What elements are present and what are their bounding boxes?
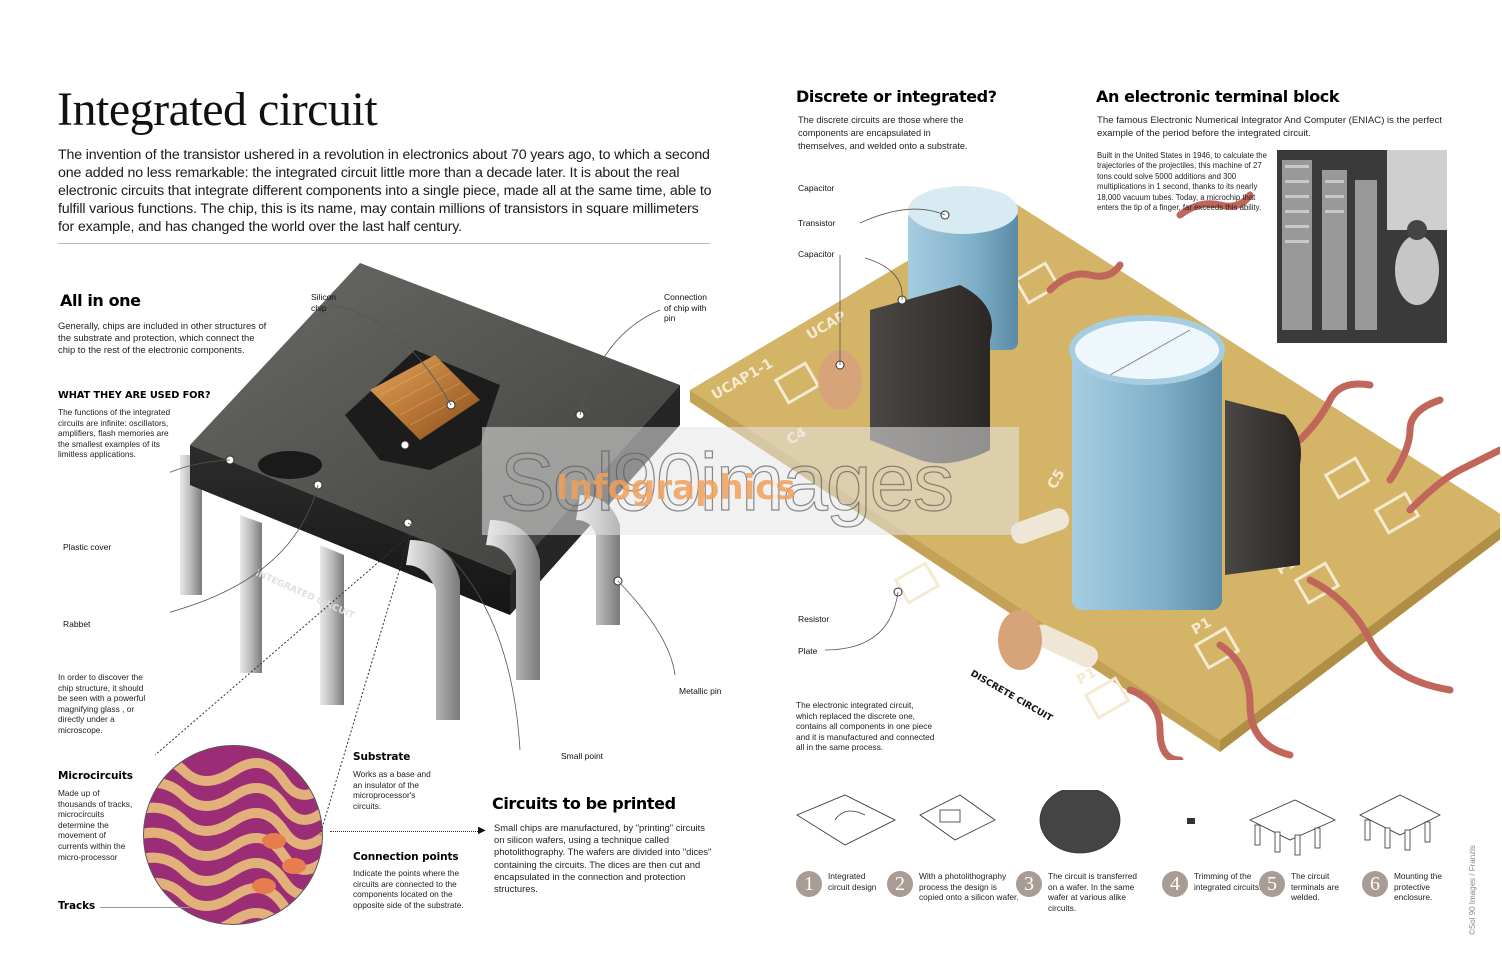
substrate-heading: Substrate <box>353 751 411 763</box>
page-title: Integrated circuit <box>57 83 378 136</box>
substrate-text: Works as a base and an insulator of the … <box>353 769 431 811</box>
discrete-heading: Discrete or integrated? <box>796 87 997 106</box>
circuit-board-graphic: UCAP1-1 UCAP C4 C5 C3 P1 P1 P1 DISCRETE … <box>690 186 1502 764</box>
label-silicon-chip: Silicon chip <box>311 292 337 313</box>
connection-points-heading: Connection points <box>353 851 459 863</box>
step-5-number: 5 <box>1259 871 1285 897</box>
eniac-photo <box>1277 150 1447 343</box>
step-3-text: The circuit is transferred on a wafer. I… <box>1048 871 1137 913</box>
process-icons <box>796 786 1441 856</box>
eniac-photo-graphic <box>1277 150 1447 343</box>
discrete-board-text: DISCRETE CIRCUIT <box>969 669 1055 724</box>
printed-heading: Circuits to be printed <box>492 794 676 813</box>
magnifier-guide-lines <box>154 535 411 836</box>
watermark-infographics: Infographics <box>556 468 796 508</box>
microcircuits-text: Made up of thousands of tracks, microcir… <box>58 788 133 862</box>
watermark-band <box>482 427 1019 535</box>
used-for-heading: WHAT THEY ARE USED FOR? <box>58 390 211 401</box>
microcircuits-heading: Microcircuits <box>58 770 133 782</box>
step-6-text: Mounting the protective enclosure. <box>1394 871 1442 903</box>
intro-paragraph: The invention of the transistor ushered … <box>58 147 712 235</box>
step-6-number: 6 <box>1362 871 1388 897</box>
step-4-text: Trimming of the integrated circuits. <box>1194 871 1262 892</box>
label-resistor: Resistor <box>798 614 830 624</box>
terminal-block-text: Built in the United States in 1946, to c… <box>1097 151 1267 213</box>
discrete-circuit-illustration: UCAP1-1 UCAP C4 C5 C3 P1 P1 P1 DISCRETE … <box>680 180 1502 764</box>
tracks-heading: Tracks <box>58 900 96 912</box>
intro-divider <box>58 243 710 244</box>
label-capacitor-2: Capacitor <box>798 249 835 259</box>
label-small-point: Small point <box>561 751 604 761</box>
step-4-number: 4 <box>1162 871 1188 897</box>
label-transistor: Transistor <box>798 218 836 228</box>
all-in-one-heading: All in one <box>60 291 141 310</box>
step-2-text: With a photolithography process the desi… <box>919 871 1019 903</box>
magnify-note: In order to discover the chip structure,… <box>58 672 146 735</box>
label-plate: Plate <box>798 646 818 656</box>
printed-text: Small chips are manufactured, by "printi… <box>494 822 712 895</box>
label-metallic-pin: Metallic pin <box>679 686 722 696</box>
arrow-head-icon: ▶ <box>478 825 486 836</box>
microcircuit-tracks-graphic <box>144 746 322 924</box>
label-connection-pin: Connection of chip with pin <box>664 292 708 323</box>
connection-points-text: Indicate the points where the circuits a… <box>353 868 464 910</box>
tracks-leader <box>100 907 190 908</box>
terminal-block-lead: The famous Electronic Numerical Integrat… <box>1097 115 1442 139</box>
discrete-text: The discrete circuits are those where th… <box>798 115 968 151</box>
microcircuit-magnified-view <box>143 745 323 925</box>
step-1-number: 1 <box>796 871 822 897</box>
credit-text: ©Sol 90 Images / Franzis <box>1468 845 1477 935</box>
label-plastic-cover: Plastic cover <box>63 542 112 552</box>
arrow-to-printed <box>330 831 480 832</box>
step-3-number: 3 <box>1016 871 1042 897</box>
watermark-sol90images: Sol90images <box>499 436 954 528</box>
step-2-number: 2 <box>887 871 913 897</box>
step-5-text: The circuit terminals are welded. <box>1291 871 1339 903</box>
used-for-text: The functions of the integrated circuits… <box>58 407 171 460</box>
integrated-note: The electronic integrated circuit, which… <box>796 700 935 753</box>
terminal-block-heading: An electronic terminal block <box>1096 87 1340 106</box>
all-in-one-text: Generally, chips are included in other s… <box>58 320 267 355</box>
label-capacitor-1: Capacitor <box>798 183 835 193</box>
label-rabbet: Rabbet <box>63 619 91 629</box>
process-illustrations <box>795 786 1475 860</box>
step-1-text: Integrated circuit design <box>828 871 877 892</box>
